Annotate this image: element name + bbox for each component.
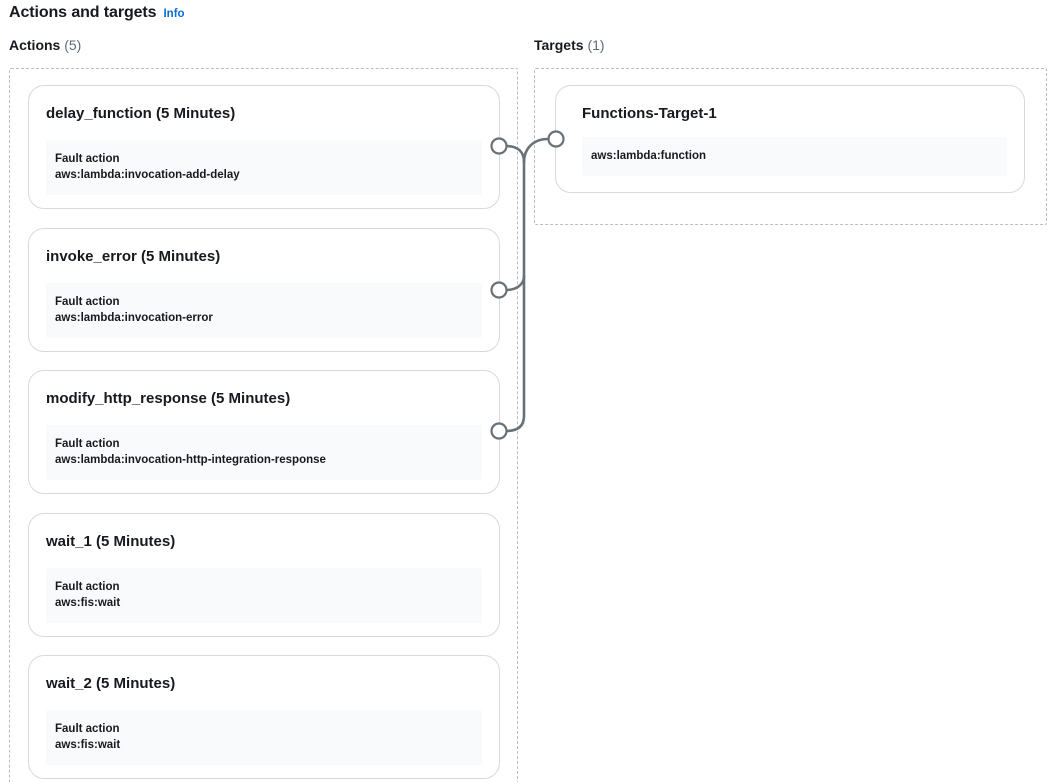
- action-field-value: aws:fis:wait: [55, 597, 121, 609]
- action-node-body: Fault action aws:fis:wait: [46, 568, 482, 623]
- action-port-invoke-error[interactable]: [490, 281, 508, 299]
- action-node-title: delay_function (5 Minutes): [46, 105, 236, 122]
- action-field-label: Fault action: [55, 296, 120, 308]
- page-title: Actions and targets: [9, 4, 157, 21]
- action-port-modify-http-response[interactable]: [490, 422, 508, 440]
- action-field-value: aws:lambda:invocation-http-integration-r…: [55, 454, 326, 466]
- target-node-body: aws:lambda:function: [582, 137, 1007, 176]
- action-field-value: aws:fis:wait: [55, 739, 121, 751]
- actions-count: (5): [64, 37, 82, 53]
- targets-column-heading: Targets (1): [534, 37, 605, 53]
- action-node-title: invoke_error (5 Minutes): [46, 248, 221, 265]
- action-node-card[interactable]: wait_2 (5 Minutes) Fault action aws:fis:…: [28, 655, 500, 779]
- action-field-label: Fault action: [55, 153, 120, 165]
- action-node-title: wait_2 (5 Minutes): [46, 675, 176, 692]
- action-field-label: Fault action: [55, 438, 120, 450]
- action-node-body: Fault action aws:lambda:invocation-error: [46, 283, 482, 338]
- section-header: Actions and targets Info: [9, 4, 185, 22]
- action-field-label: Fault action: [55, 581, 120, 593]
- action-port-delay-function[interactable]: [490, 137, 508, 155]
- action-node-body: Fault action aws:lambda:invocation-add-d…: [46, 140, 482, 195]
- action-node-title: modify_http_response (5 Minutes): [46, 390, 291, 407]
- info-link[interactable]: Info: [163, 8, 185, 20]
- target-node-card[interactable]: Functions-Target-1 aws:lambda:function: [555, 85, 1025, 193]
- action-node-body: Fault action aws:fis:wait: [46, 710, 482, 765]
- targets-count: (1): [587, 37, 605, 53]
- actions-label: Actions: [9, 37, 61, 53]
- action-node-body: Fault action aws:lambda:invocation-http-…: [46, 425, 482, 480]
- action-node-card[interactable]: wait_1 (5 Minutes) Fault action aws:fis:…: [28, 513, 500, 637]
- target-node-title: Functions-Target-1: [582, 105, 717, 122]
- action-field-value: aws:lambda:invocation-error: [55, 312, 213, 324]
- targets-label: Targets: [534, 37, 584, 53]
- action-field-label: Fault action: [55, 723, 120, 735]
- action-node-card[interactable]: delay_function (5 Minutes) Fault action …: [28, 85, 500, 209]
- target-field-value: aws:lambda:function: [591, 150, 707, 162]
- target-port-functions-target-1[interactable]: [547, 130, 565, 148]
- action-node-card[interactable]: modify_http_response (5 Minutes) Fault a…: [28, 370, 500, 494]
- action-node-title: wait_1 (5 Minutes): [46, 533, 176, 550]
- actions-column-heading: Actions (5): [9, 37, 81, 53]
- action-node-card[interactable]: invoke_error (5 Minutes) Fault action aw…: [28, 228, 500, 352]
- action-field-value: aws:lambda:invocation-add-delay: [55, 169, 240, 181]
